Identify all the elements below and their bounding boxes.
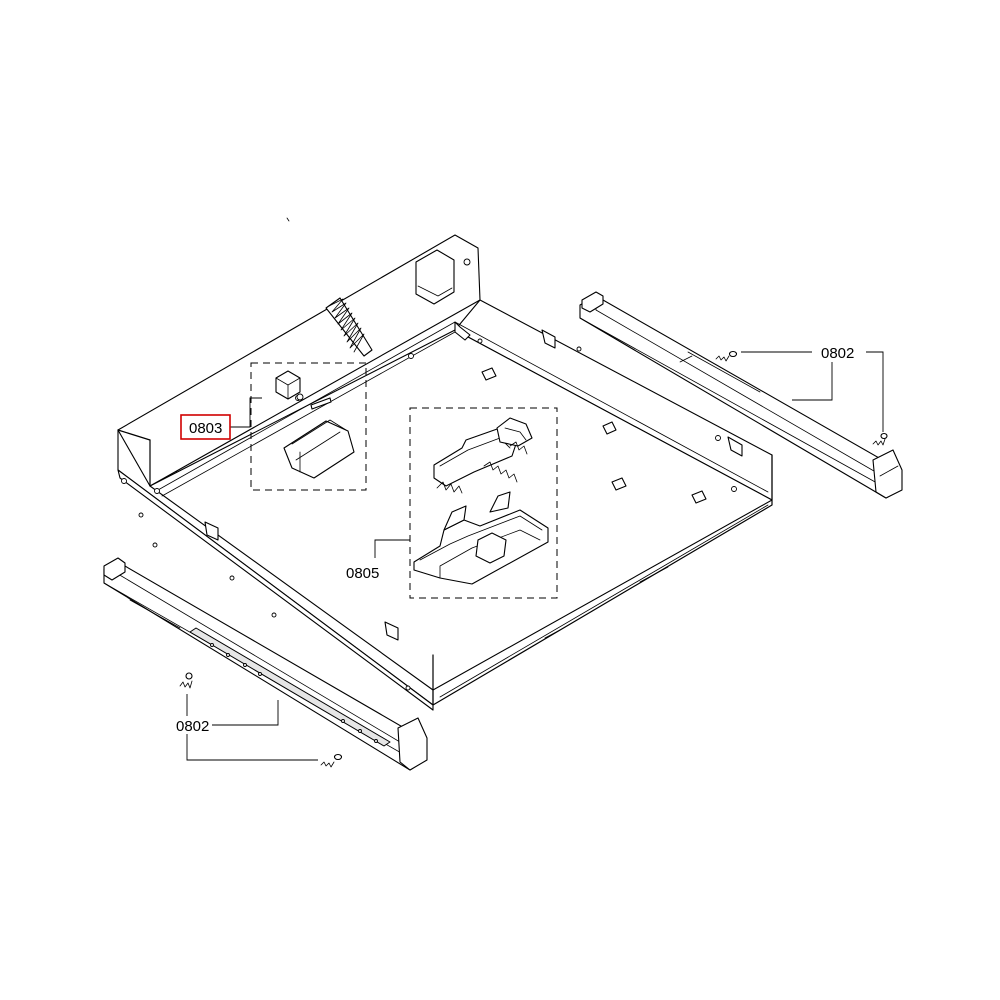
callout-0803-highlight-box	[180, 414, 231, 440]
drawer-tray	[117, 217, 773, 711]
part-group-0805	[409, 407, 558, 599]
right-rail-screw-lower	[872, 432, 888, 446]
callout-0803[interactable]: 0803	[189, 420, 222, 437]
callout-0802-right[interactable]: 0802	[821, 345, 854, 362]
back-wall-spring	[325, 297, 373, 357]
right-rail-screw-upper	[715, 350, 738, 362]
callout-0805[interactable]: 0805	[346, 565, 379, 582]
callout-0802-left[interactable]: 0802	[176, 718, 209, 735]
left-rail-screw-upper	[179, 672, 193, 689]
right-runner-rail	[579, 291, 903, 499]
part-group-0803-boundary	[250, 362, 367, 491]
left-runner-rail	[103, 557, 428, 771]
left-rail-screw-lower	[320, 753, 343, 768]
part-group-0805-boundary	[409, 407, 558, 599]
leader-lines	[186, 351, 884, 761]
part-group-0803	[250, 362, 367, 491]
